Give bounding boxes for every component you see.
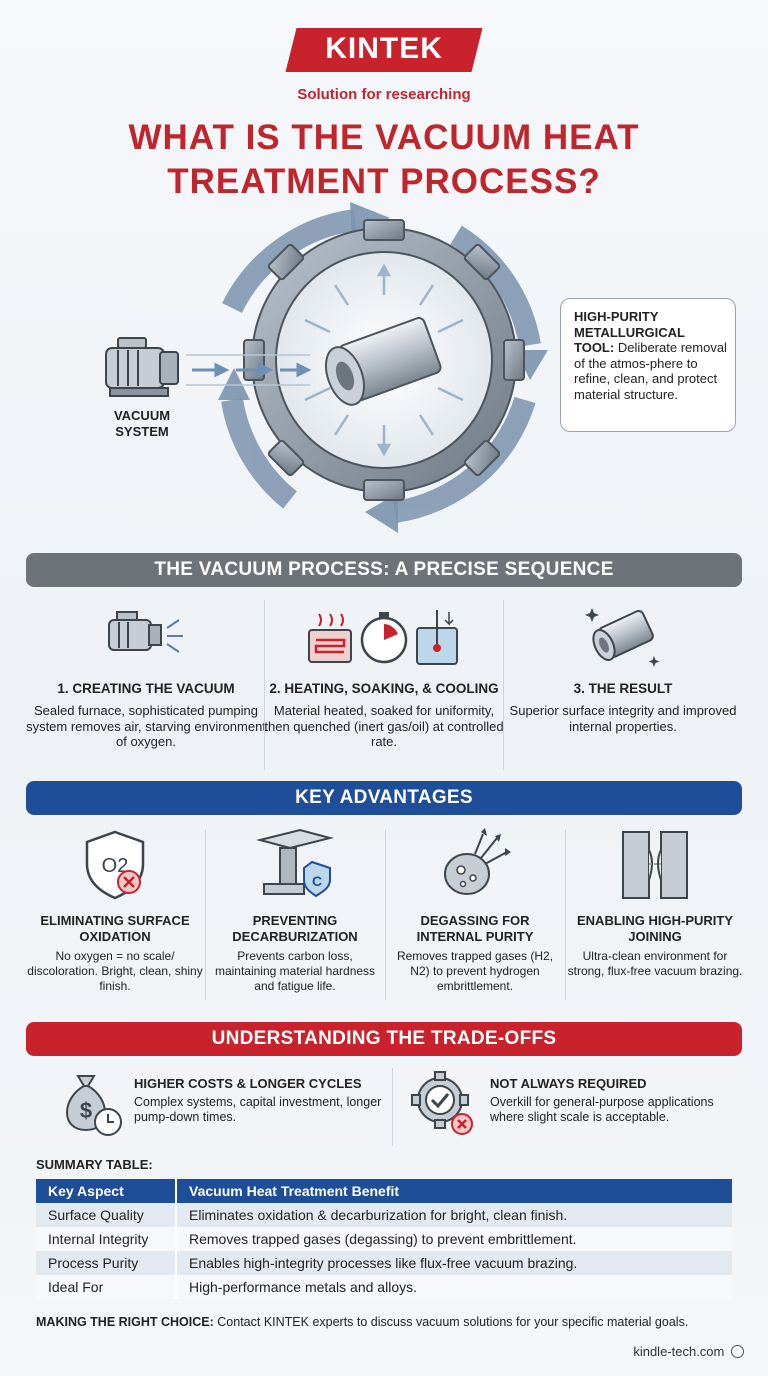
column-header: Key Aspect [36,1179,177,1203]
callout-text: Deliberate removal of the atmos-phere to… [574,340,727,402]
table-row: Surface Quality Eliminates oxidation & d… [36,1203,732,1227]
advantage-oxidation: O2 ELIMINATING SURFACE OXIDATION No oxyg… [26,826,204,994]
brand-logo: KINTEK [0,28,768,72]
column-header: Vacuum Heat Treatment Benefit [176,1179,732,1203]
vacuum-label-line-1: VACUUM [113,408,171,423]
advantage-3-desc: Removes trapped gases (H2, N2) to preven… [396,949,554,993]
divider [565,830,566,1000]
tagline: Solution for researching [297,86,471,103]
summary-table: Key Aspect Vacuum Heat Treatment Benefit… [36,1179,732,1299]
vacuum-system-label: VACUUM SYSTEM [102,408,182,440]
table-row: Ideal For High-performance metals and al… [36,1275,732,1299]
choice-text: Contact KINTEK experts to discuss vacuum… [217,1315,689,1329]
table-cell: Process Purity [36,1251,177,1275]
metal-part-icon [325,317,442,406]
advantage-degassing: DEGASSING FOR INTERNAL PURITY Removes tr… [386,826,564,994]
table-cell: Internal Integrity [36,1227,177,1251]
oxygen-symbol: O2 [102,855,129,877]
process-section-header: THE VACUUM PROCESS: A PRECISE SEQUENCE [26,553,742,587]
advantage-1-desc: No oxygen = no scale/ discoloration. Bri… [27,949,203,993]
step-3-title: 3. THE RESULT [573,681,673,696]
advantages-section-header: KEY ADVANTAGES [26,781,742,815]
definition-callout: HIGH-PURITY METALLURGICAL TOOL: Delibera… [560,298,736,432]
heat-timer-cool-icons [308,610,458,665]
tradeoff-1-desc: Complex systems, capital investment, lon… [134,1095,382,1124]
website-text[interactable]: kindle-tech.com [633,1344,725,1359]
table-cell: Removes trapped gases (degassing) to pre… [176,1227,732,1251]
gear-check-icon [411,1071,473,1135]
shield-oxygen-icon: O2 [85,830,145,900]
advantage-1-title: ELIMINATING SURFACE OXIDATION [40,913,190,944]
table-cell: Enables high-integrity processes like fl… [176,1251,732,1275]
advantage-2-desc: Prevents carbon loss, maintaining materi… [214,949,376,993]
globe-icon [731,1345,744,1358]
website-link[interactable]: kindle-tech.com [633,1344,744,1359]
right-choice-note: MAKING THE RIGHT CHOICE: Contact KINTEK … [36,1315,756,1329]
table-cell: Surface Quality [36,1203,177,1227]
divider [503,600,504,770]
title-line-1: WHAT IS THE VACUUM HEAT [128,118,640,157]
tradeoff-not-required: NOT ALWAYS REQUIRED Overkill for general… [490,1076,740,1125]
tradeoff-1-title: HIGHER COSTS & LONGER CYCLES [134,1076,362,1091]
advantage-4-title: ENABLING HIGH-PURITY JOINING [577,913,733,944]
divider [205,830,206,1000]
advantage-joining: ENABLING HIGH-PURITY JOINING Ultra-clean… [566,826,744,979]
choice-bold: MAKING THE RIGHT CHOICE: [36,1315,214,1329]
pump-icon [108,611,183,653]
callout-bold: HIGH-PURITY METALLURGICAL TOOL: [574,309,685,355]
advantage-3-title: DEGASSING FOR INTERNAL PURITY [416,913,534,944]
step-creating-vacuum: 1. CREATING THE VACUUM Sealed furnace, s… [26,600,266,750]
table-cell: Eliminates oxidation & decarburization f… [176,1203,732,1227]
step-1-desc: Sealed furnace, sophisticated pumping sy… [26,703,266,749]
tradeoff-costs: HIGHER COSTS & LONGER CYCLES Complex sys… [134,1076,386,1125]
divider [264,600,265,770]
divider [385,830,386,1000]
table-row: Internal Integrity Removes trapped gases… [36,1227,732,1251]
summary-table-label: SUMMARY TABLE: [36,1157,153,1172]
step-heating-cooling: 2. HEATING, SOAKING, & COOLING Material … [264,600,504,750]
carbon-symbol: C [312,873,322,889]
step-2-title: 2. HEATING, SOAKING, & COOLING [269,681,499,696]
step-1-title: 1. CREATING THE VACUUM [57,681,235,696]
page-title: WHAT IS THE VACUUM HEAT TREATMENT PROCES… [20,116,748,204]
vacuum-pump-icon [105,337,179,397]
vacuum-chamber-illustration [105,202,548,533]
degassing-icon [444,828,511,895]
dollar-symbol: $ [80,1098,92,1123]
brazed-joint-icon [622,831,688,899]
table-cell: High-performance metals and alloys. [176,1275,732,1299]
vacuum-label-line-2: SYSTEM [115,424,169,439]
title-line-2: TREATMENT PROCESS? [167,162,601,201]
table-header-row: Key Aspect Vacuum Heat Treatment Benefit [36,1179,732,1203]
divider [392,1068,393,1146]
steel-beam-icon: C [256,828,334,898]
step-2-desc: Material heated, soaked for uniformity, … [264,703,504,749]
advantage-decarburization: C PREVENTING DECARBURIZATION Prevents ca… [206,826,384,994]
table-cell: Ideal For [36,1275,177,1299]
logo-text: KINTEK [325,32,444,65]
advantage-4-desc: Ultra-clean environment for strong, flux… [567,949,743,978]
step-result: 3. THE RESULT Superior surface integrity… [503,600,743,734]
money-bag-clock-icon: $ [66,1075,122,1136]
clean-part-icon [585,608,660,667]
tradeoff-2-title: NOT ALWAYS REQUIRED [490,1076,647,1091]
table-row: Process Purity Enables high-integrity pr… [36,1251,732,1275]
tradeoffs-section-header: UNDERSTANDING THE TRADE-OFFS [26,1022,742,1056]
advantage-2-title: PREVENTING DECARBURIZATION [232,913,358,944]
tradeoff-2-desc: Overkill for general-purpose application… [490,1095,714,1124]
step-3-desc: Superior surface integrity and improved … [509,703,737,734]
